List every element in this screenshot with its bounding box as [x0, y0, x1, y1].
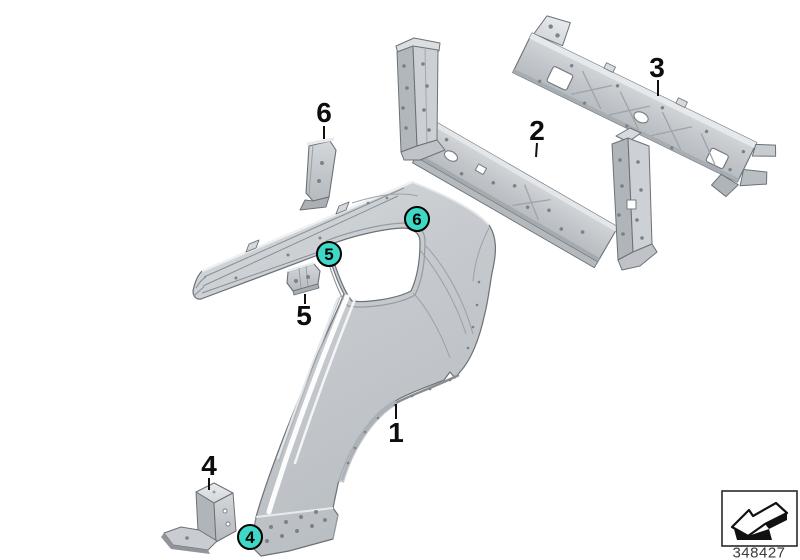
direction-legend-box: [721, 490, 798, 547]
callout-4[interactable]: 4: [201, 450, 217, 481]
callout-1[interactable]: 1: [388, 417, 404, 448]
diagram-number: 348427: [732, 544, 786, 560]
circled-callout-5[interactable]: 5: [316, 241, 342, 267]
circled-callout-6[interactable]: 6: [404, 206, 430, 232]
circled-callout-4[interactable]: 4: [237, 524, 263, 550]
part-2-partition-rail: [395, 37, 658, 271]
callout-2[interactable]: 2: [529, 115, 545, 146]
part-6-bracket: [299, 137, 337, 211]
part-5-bracket: [286, 261, 321, 296]
part-1-side-panel: [192, 180, 496, 557]
leader-lines: [208, 80, 659, 490]
part-4-bracket: [161, 482, 237, 554]
callout-5[interactable]: 5: [296, 300, 312, 331]
callout-3[interactable]: 3: [649, 52, 665, 83]
callout-6[interactable]: 6: [316, 97, 332, 128]
part-3-tail-trim-panel: [512, 15, 777, 198]
direction-arrow-icon: [730, 501, 789, 540]
